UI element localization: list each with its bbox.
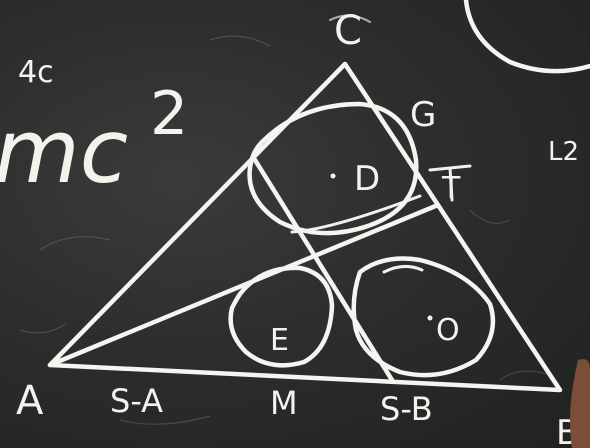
- vertex-a-label: A: [16, 378, 44, 424]
- center-dot-o: [427, 315, 433, 321]
- faint-guide: [329, 14, 371, 23]
- chalk-smudges: [19, 35, 551, 425]
- circle-e: [228, 265, 335, 368]
- presenter-finger: [570, 359, 590, 448]
- corner-note: 4c: [18, 55, 54, 90]
- side-note: L2: [548, 137, 579, 167]
- line-circle-d-bottom: [290, 194, 422, 234]
- tick-t: [428, 164, 472, 202]
- center-dot-d: [330, 173, 336, 179]
- equation-mc: mc: [0, 100, 128, 203]
- center-d-label: D: [354, 159, 380, 199]
- triangle-abc: [47, 61, 563, 393]
- center-e-label: E: [270, 323, 289, 358]
- vertex-c-label: C: [334, 8, 362, 54]
- equation-exponent: 2: [150, 79, 188, 149]
- circle-o: [351, 256, 496, 378]
- line-a-to-t: [47, 202, 441, 368]
- circle-d: [247, 101, 419, 236]
- point-m-label: M: [270, 384, 298, 422]
- point-t-label: T: [441, 171, 461, 206]
- line-c-region-to-base: [252, 157, 395, 383]
- partial-circle-top-right: [463, 0, 590, 74]
- segment-s-a-label: S-A: [110, 382, 163, 420]
- point-g-label: G: [410, 95, 436, 135]
- segment-s-b-label: S-B: [380, 390, 433, 428]
- circle-o-inner-arc: [382, 265, 424, 274]
- center-o-label: O: [436, 313, 460, 348]
